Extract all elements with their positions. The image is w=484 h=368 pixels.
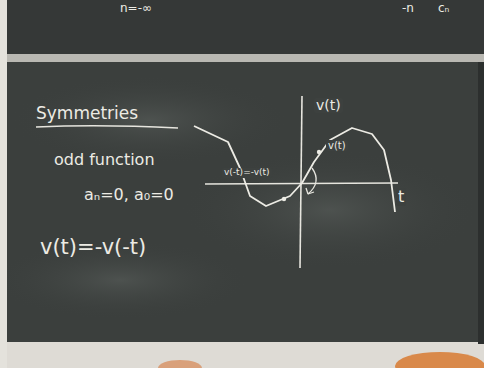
eraser-smudge bbox=[180, 150, 480, 270]
chalk-note: odd function bbox=[54, 151, 155, 169]
chalk-underline bbox=[36, 126, 178, 128]
board-edge bbox=[478, 62, 484, 344]
wall-edge bbox=[0, 0, 7, 368]
partial-formula: -n bbox=[402, 2, 414, 15]
curve-label: v(t) bbox=[326, 140, 348, 151]
odd-function-curve bbox=[194, 126, 395, 212]
rotation-arc bbox=[308, 168, 316, 194]
axis-label: v(t) bbox=[314, 98, 343, 113]
odd-condition: v(t)=-v(-t) bbox=[40, 236, 146, 259]
sample-point bbox=[317, 150, 321, 154]
partial-formula: cₙ bbox=[438, 2, 449, 15]
curve-label: v(-t)=-v(t) bbox=[222, 168, 272, 178]
coefficient-note: aₙ=0, a₀=0 bbox=[84, 186, 174, 204]
axis-label: t bbox=[396, 188, 406, 206]
arc-arrowhead bbox=[306, 188, 314, 194]
hair bbox=[158, 360, 202, 368]
upper-board bbox=[0, 0, 484, 56]
hair bbox=[395, 352, 484, 368]
sample-point bbox=[282, 197, 286, 201]
board-ledge bbox=[0, 54, 484, 62]
board-heading: Symmetries bbox=[36, 104, 138, 123]
partial-formula: n=-∞ bbox=[120, 2, 152, 15]
